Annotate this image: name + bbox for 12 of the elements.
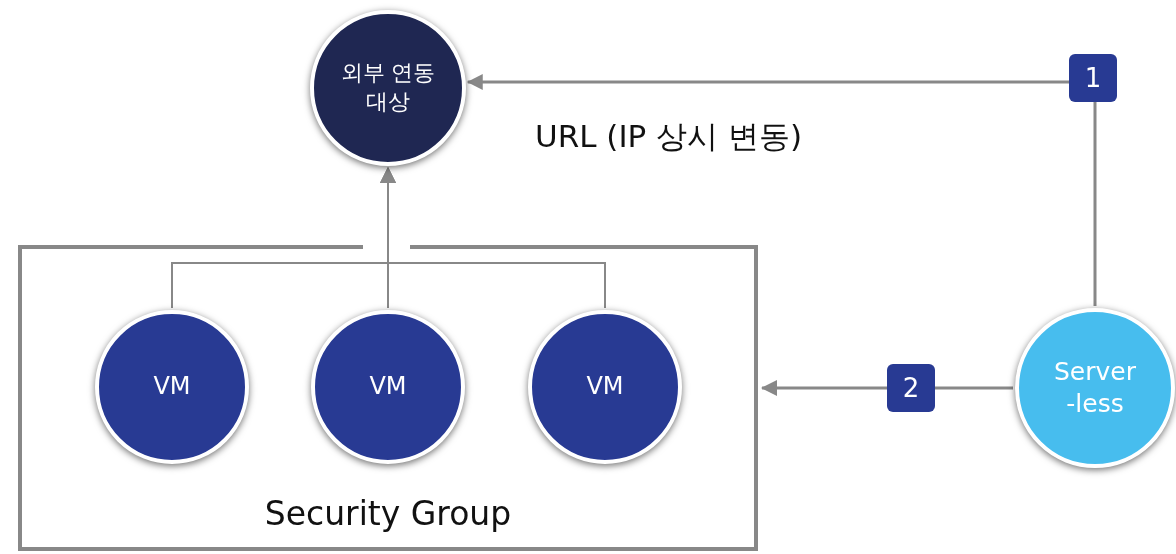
- note-text: URL (IP 상시 변동): [535, 117, 803, 156]
- node-label: VM: [586, 371, 624, 403]
- node-label: Server -less: [1053, 355, 1137, 420]
- node-label: VM: [369, 371, 407, 403]
- group-box: [18, 245, 758, 551]
- node-label: 외부 연동 대상: [339, 59, 437, 116]
- arrow: [380, 167, 606, 309]
- step-number-badge: 1: [1069, 54, 1117, 102]
- arrow: [466, 74, 1097, 306]
- step-number-badge: 2: [887, 364, 935, 412]
- group-label: Security Group: [263, 494, 513, 533]
- node-label: VM: [153, 371, 191, 403]
